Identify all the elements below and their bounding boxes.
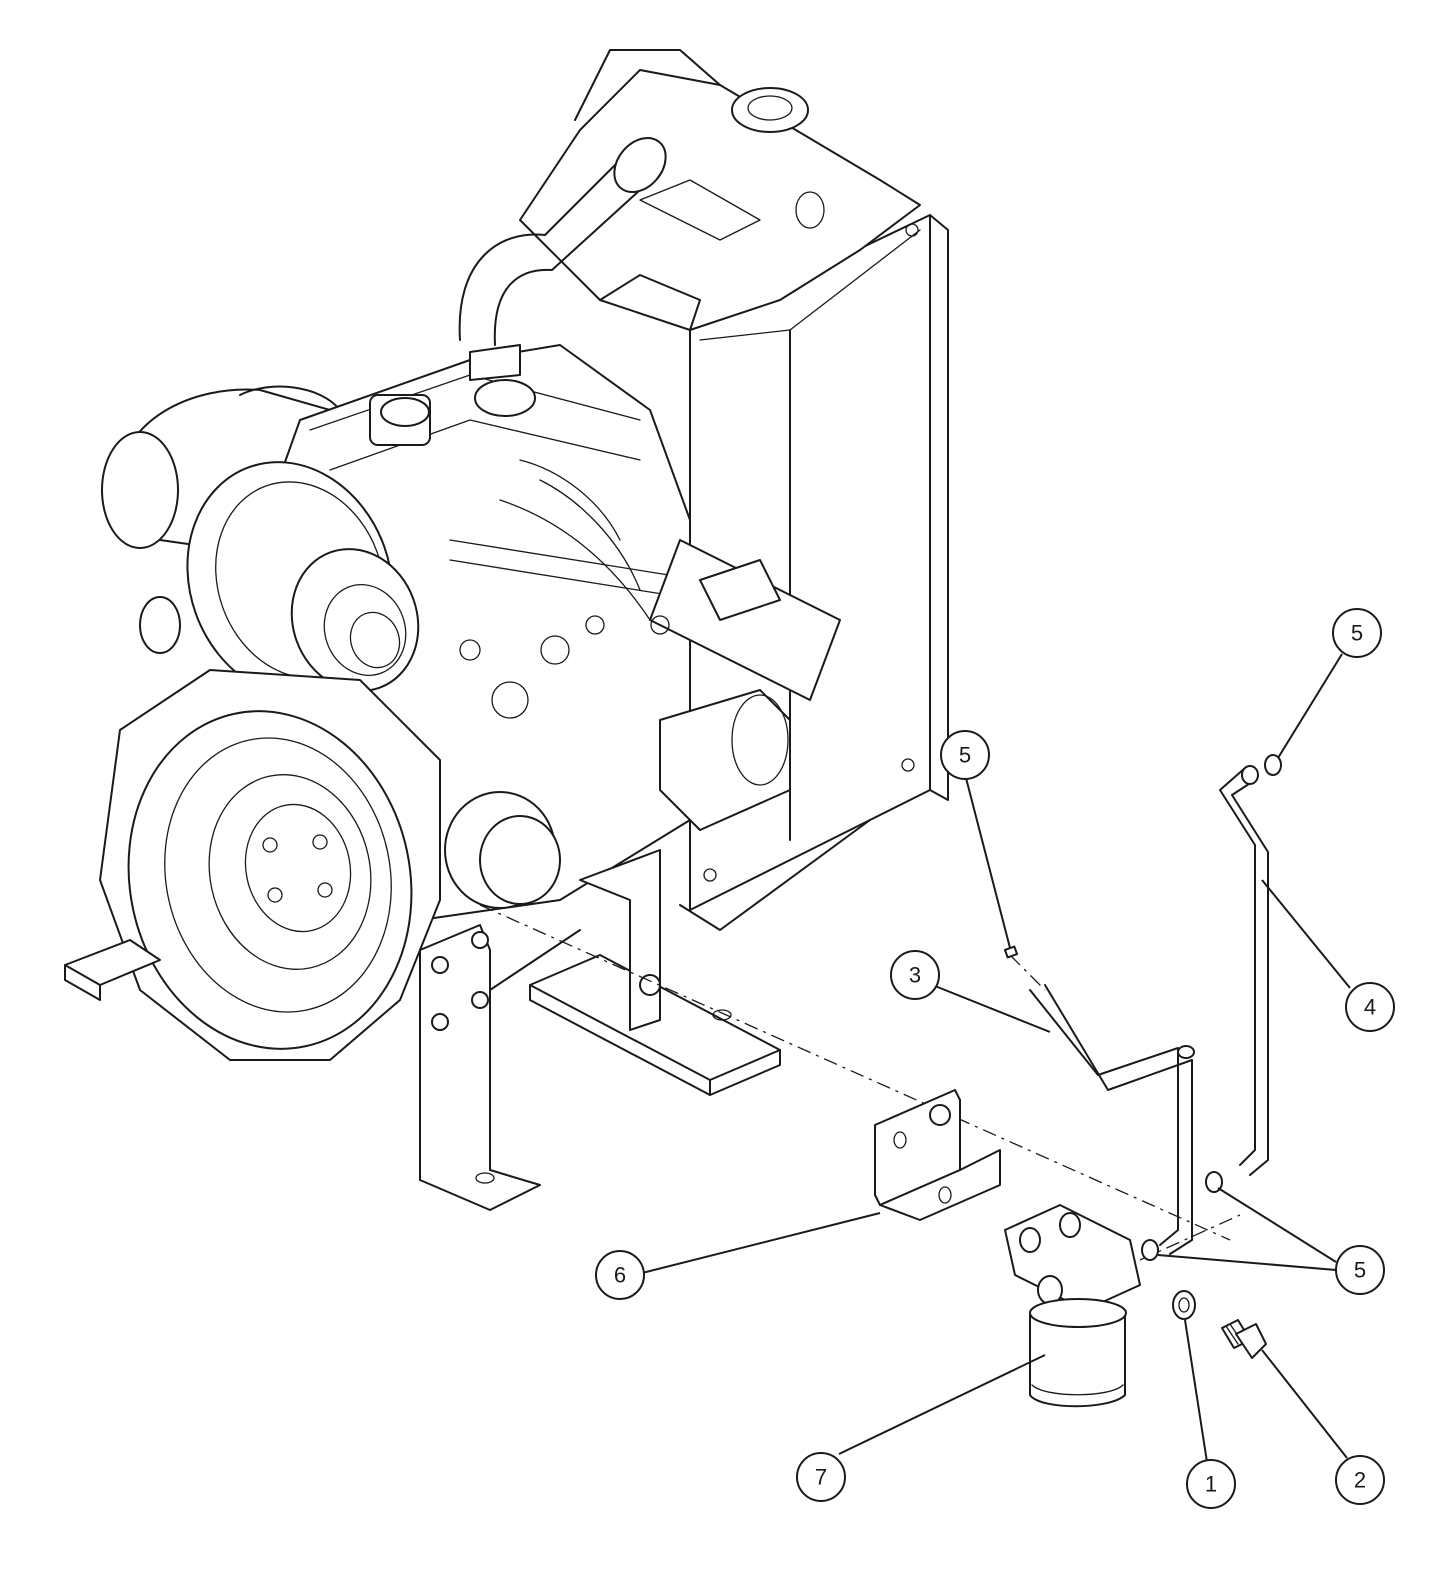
callout-2: 2 (1335, 1455, 1385, 1505)
callout-5-lower: 5 (1335, 1245, 1385, 1295)
hose-clamp-lower-b (1141, 1239, 1159, 1261)
banjo-bolt (1221, 1319, 1267, 1359)
callout-label: 7 (815, 1465, 827, 1490)
oil-filter (444, 791, 561, 909)
assembly-axis-line (479, 904, 1231, 1241)
pipe-axis-line-upper (1009, 954, 1046, 991)
leader-lines (641, 653, 1351, 1463)
callout-label: 1 (1205, 1472, 1217, 1497)
callout-7: 7 (796, 1452, 846, 1502)
callout-label: 5 (959, 743, 971, 768)
callout-label: 5 (1354, 1258, 1366, 1283)
callout-label: 2 (1354, 1468, 1366, 1493)
fuel-filter (1004, 1204, 1141, 1408)
callout-1: 1 (1186, 1459, 1236, 1509)
engine-mounts (64, 849, 781, 1211)
callout-label: 5 (1351, 621, 1363, 646)
callout-5-upper: 5 (940, 730, 990, 780)
hose-clamp-lower-a (1205, 1171, 1223, 1193)
intake-tube (458, 137, 667, 346)
filter-bracket (874, 1089, 1001, 1221)
fuel-pipe-3 (1029, 984, 1195, 1255)
hose-clamp-top (1264, 754, 1282, 776)
engine-assembly (64, 49, 949, 1211)
washer (1172, 1290, 1196, 1320)
hose-clamp-upper (1003, 945, 1019, 959)
fuel-pipe-4 (1219, 765, 1269, 1176)
callout-label: 3 (909, 963, 921, 988)
starter-motor (659, 689, 791, 831)
callout-5-top-right: 5 (1332, 608, 1382, 658)
pipe-axis-line-lower (1139, 1214, 1241, 1261)
flywheel-housing (99, 669, 441, 1061)
callout-label: 6 (614, 1263, 626, 1288)
callout-6: 6 (595, 1250, 645, 1300)
callout-4: 4 (1345, 982, 1395, 1032)
callout-3: 3 (890, 950, 940, 1000)
front-pulley (139, 461, 420, 699)
callout-label: 4 (1364, 995, 1376, 1020)
